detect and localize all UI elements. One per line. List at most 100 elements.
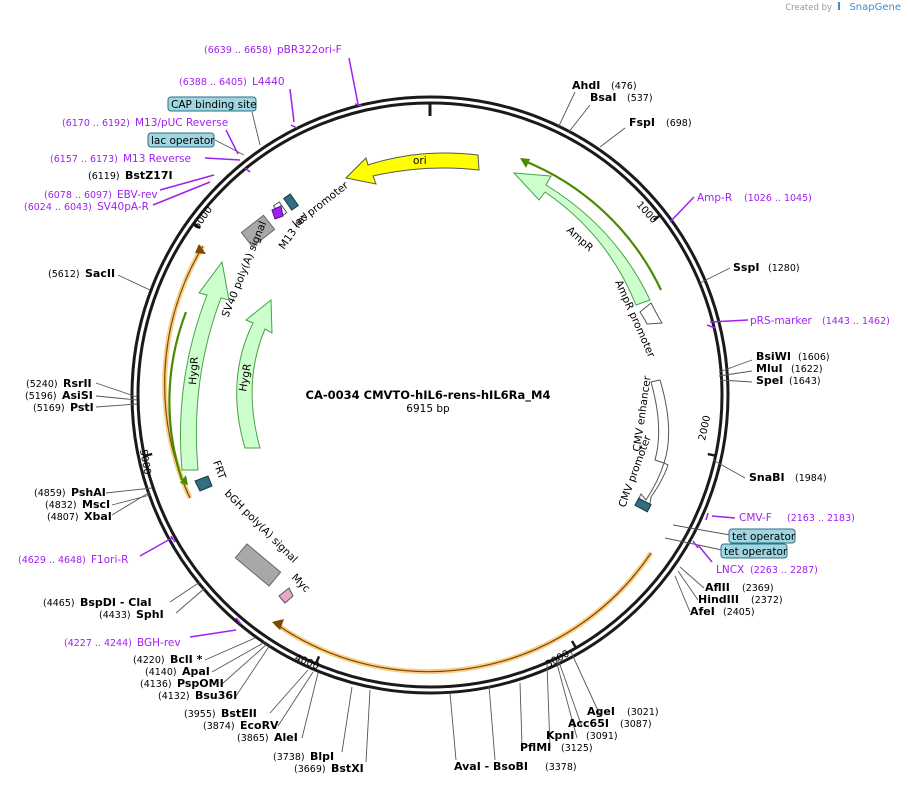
tick-marks bbox=[144, 214, 716, 665]
primer-bgh-rev: BGH-rev bbox=[137, 637, 181, 649]
position-tick-4 bbox=[314, 655, 321, 665]
enzyme-fspi-pos: (698) bbox=[666, 118, 692, 129]
primer-pbr322ori-f-pos: (6639 .. 6658) bbox=[204, 45, 272, 56]
enzyme-bsu36i: Bsu36I bbox=[195, 689, 237, 702]
enzyme-bcli: BclI * bbox=[170, 653, 203, 666]
position-tick-6 bbox=[193, 222, 201, 230]
enzyme-ecorv-pos: (3874) bbox=[203, 721, 235, 732]
lac-operator-label: lac operator bbox=[151, 135, 215, 147]
enzyme-sphi: SphI bbox=[136, 608, 164, 621]
enzyme-hindiii: HindIII bbox=[698, 593, 739, 606]
ori-label: ori bbox=[413, 155, 427, 167]
enzyme-psti: PstI bbox=[70, 401, 94, 414]
enzyme-agei: AgeI bbox=[587, 705, 615, 718]
tet-operator-box-2 bbox=[720, 543, 788, 559]
primer-amp-r: Amp-R bbox=[697, 192, 732, 204]
enzyme-rsrii: RsrII bbox=[63, 377, 92, 390]
myc-label: Myc bbox=[289, 572, 313, 596]
enzyme-acc65i-pos: (3087) bbox=[620, 719, 652, 730]
enzyme-ahdi: AhdI bbox=[572, 79, 600, 92]
hygr-outer-feature bbox=[179, 260, 230, 471]
bgh-signal-block bbox=[234, 543, 282, 587]
enzyme-xbai: XbaI bbox=[84, 510, 112, 523]
primer-ebv-rev: EBV-rev bbox=[117, 189, 158, 201]
tick-label-5000: 5000 bbox=[137, 449, 152, 476]
enzyme-agei-pos: (3021) bbox=[627, 707, 659, 718]
enzyme-pshai: PshAI bbox=[71, 486, 106, 499]
enzyme-bstz17i-pos: (6119) bbox=[88, 171, 120, 182]
primer-m13-puc-reverse: M13/pUC Reverse bbox=[135, 117, 228, 129]
primer-m13-puc-reverse-pos: (6170 .. 6192) bbox=[62, 118, 130, 129]
ampr-orf-line bbox=[521, 158, 662, 291]
enzyme-sacii: SacII bbox=[85, 267, 115, 280]
credit-prefix: Created by bbox=[785, 3, 833, 13]
hygr-inner-feature bbox=[236, 298, 273, 449]
enzyme-bsiwi: BsiWI bbox=[756, 350, 791, 363]
primer-lncx-pos: (2263 .. 2287) bbox=[750, 565, 818, 576]
primer-cmv-f-pos: (2163 .. 2183) bbox=[787, 513, 855, 524]
primer-lncx: LNCX bbox=[716, 564, 744, 576]
enzyme-pspomi-pos: (4136) bbox=[140, 679, 172, 690]
enzyme-aflii: AflII bbox=[705, 581, 730, 594]
primer-l4440: L4440 bbox=[252, 76, 285, 88]
enzyme-pflmi-pos: (3125) bbox=[561, 743, 593, 754]
enzyme-spei-pos: (1643) bbox=[789, 376, 821, 387]
primer-ebv-rev-pos: (6078 .. 6097) bbox=[44, 190, 112, 201]
enzyme-bsai: BsaI bbox=[590, 91, 616, 104]
enzyme-psti-pos: (5169) bbox=[33, 403, 65, 414]
enzyme-asisi: AsiSI bbox=[62, 389, 93, 402]
enzyme-msci-pos: (4832) bbox=[45, 500, 77, 511]
primer-prs-marker-pos: (1443 .. 1462) bbox=[822, 316, 890, 327]
enzyme-alei-pos: (3865) bbox=[237, 733, 269, 744]
enzyme-alei: AleI bbox=[274, 731, 298, 744]
enzyme-blpi-pos: (3738) bbox=[273, 752, 305, 763]
enzyme-pspomi: PspOMI bbox=[177, 677, 224, 690]
enzyme-bsteii-pos: (3955) bbox=[184, 709, 216, 720]
enzyme-bspdi-clai: BspDI - ClaI bbox=[80, 596, 152, 609]
credit-brand: SnapGene bbox=[849, 2, 901, 13]
tet-operator-block bbox=[634, 497, 652, 513]
primer-cmv-f: CMV-F bbox=[739, 512, 772, 524]
primer-bgh-rev-pos: (4227 .. 4244) bbox=[64, 638, 132, 649]
position-tick-5 bbox=[144, 452, 153, 457]
enzyme-afei-pos: (2405) bbox=[723, 607, 755, 618]
tick-label-1000: 1000 bbox=[634, 200, 659, 226]
tet-operator-label-1: tet operator bbox=[732, 531, 796, 543]
tet-operator-label-2: tet operator bbox=[724, 546, 788, 558]
enzyme-hindiii-pos: (2372) bbox=[751, 595, 783, 606]
myc-block bbox=[278, 587, 294, 604]
enzyme-aflii-pos: (2369) bbox=[742, 583, 774, 594]
enzyme-mlui: MluI bbox=[756, 362, 783, 375]
position-tick-3 bbox=[570, 640, 578, 649]
enzyme-asisi-pos: (5196) bbox=[25, 391, 57, 402]
enzyme-rsrii-pos: (5240) bbox=[26, 379, 58, 390]
enzyme-avai-bsobi-pos: (3378) bbox=[545, 762, 577, 773]
hygr-orf-line bbox=[168, 311, 188, 481]
enzyme-mlui-pos: (1622) bbox=[791, 364, 823, 375]
enzyme-bsiwi-pos: (1606) bbox=[798, 352, 830, 363]
enzyme-snabi: SnaBI bbox=[749, 471, 785, 484]
enzyme-ahdi-pos: (476) bbox=[611, 81, 637, 92]
orf-arc-right-arrow bbox=[272, 619, 284, 630]
plasmid-name: CA-0034 CMVTO-hIL6-rens-hIL6Ra_M4 bbox=[306, 388, 551, 403]
primer-f1ori-r: F1ori-R bbox=[91, 554, 128, 566]
snapgene-credit: Created by SnapGene bbox=[785, 2, 901, 13]
enzyme-pflmi: PflMI bbox=[520, 741, 551, 754]
primer-pbr322ori-f: pBR322ori-F bbox=[277, 44, 342, 56]
enzyme-kpni-pos: (3091) bbox=[586, 731, 618, 742]
tet-operator-box-1 bbox=[728, 528, 796, 544]
enzyme-acc65i: Acc65I bbox=[568, 717, 609, 730]
frt-block bbox=[194, 475, 213, 492]
plasmid-length: 6915 bp bbox=[406, 403, 450, 415]
bgh-signal-label: bGH poly(A) signal bbox=[222, 488, 300, 566]
enzyme-sphi-pos: (4433) bbox=[99, 610, 131, 621]
tick-label-4000: 4000 bbox=[293, 653, 321, 673]
enzyme-bcli-pos: (4220) bbox=[133, 655, 165, 666]
position-tick-1 bbox=[653, 214, 661, 222]
enzyme-ecorv: EcoRV bbox=[240, 719, 279, 732]
cap-binding-site-box bbox=[167, 96, 257, 112]
ori-feature bbox=[344, 152, 480, 185]
primer-m13-reverse-pos: (6157 .. 6173) bbox=[50, 154, 118, 165]
enzyme-bsai-pos: (537) bbox=[627, 93, 653, 104]
enzyme-spei: SpeI bbox=[756, 374, 783, 387]
